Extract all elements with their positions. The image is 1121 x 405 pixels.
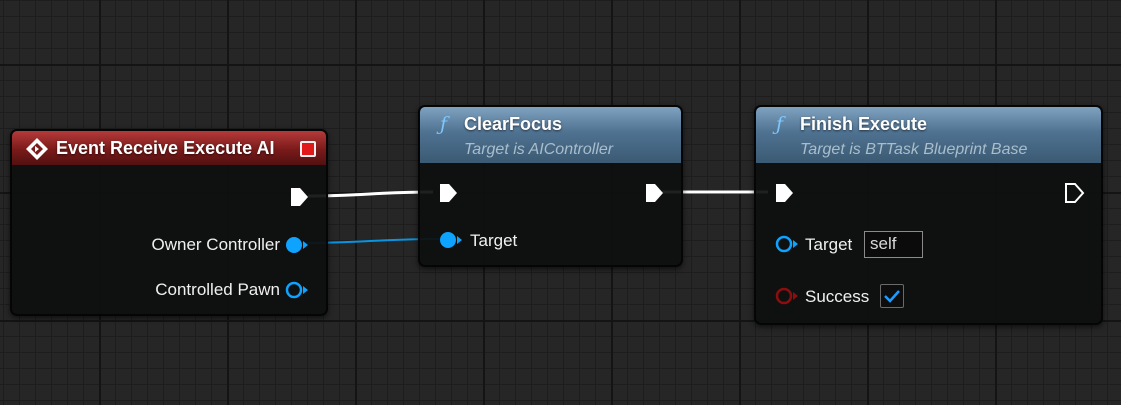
exec-output-pin[interactable] xyxy=(1063,182,1085,204)
owner-controller-label: Owner Controller xyxy=(151,235,281,254)
target-label: Target xyxy=(470,231,518,250)
success-label: Success xyxy=(805,287,870,306)
clear-focus-node[interactable]: ƒ ClearFocus Target is AIController Targ… xyxy=(418,105,683,267)
owner-controller-pin[interactable] xyxy=(285,235,309,255)
target-pin[interactable] xyxy=(775,234,799,254)
function-icon: ƒ xyxy=(776,113,784,135)
exec-output-pin[interactable] xyxy=(643,182,665,204)
event-node-header[interactable]: Event Receive Execute AI xyxy=(12,131,326,165)
exec-input-pin[interactable] xyxy=(773,182,795,204)
finish-execute-subtitle: Target is BTTask Blueprint Base xyxy=(800,141,1028,158)
controlled-pawn-label: Controlled Pawn xyxy=(155,280,280,299)
event-receive-execute-ai-node[interactable]: Event Receive Execute AI Owner Controlle… xyxy=(10,129,328,316)
exec-input-pin[interactable] xyxy=(437,182,459,204)
checkmark-icon xyxy=(884,290,900,303)
event-icon xyxy=(26,138,48,160)
success-pin[interactable] xyxy=(775,286,799,306)
event-node-title: Event Receive Execute AI xyxy=(56,138,275,158)
controlled-pawn-pin[interactable] xyxy=(285,280,309,300)
finish-execute-node[interactable]: ƒ Finish Execute Target is BTTask Bluepr… xyxy=(754,105,1103,325)
success-checkbox[interactable] xyxy=(880,284,904,308)
target-pin[interactable] xyxy=(439,230,463,250)
clear-focus-title: ClearFocus xyxy=(464,114,563,134)
function-icon: ƒ xyxy=(440,113,448,135)
target-label: Target xyxy=(805,235,853,254)
exec-output-pin[interactable] xyxy=(288,186,310,208)
stop-event-icon xyxy=(300,141,316,157)
clear-focus-subtitle: Target is AIController xyxy=(464,141,614,158)
target-value-field[interactable]: self xyxy=(864,231,923,258)
finish-execute-header[interactable]: ƒ Finish Execute Target is BTTask Bluepr… xyxy=(756,107,1101,163)
clear-focus-header[interactable]: ƒ ClearFocus Target is AIController xyxy=(420,107,681,163)
finish-execute-title: Finish Execute xyxy=(800,114,928,134)
